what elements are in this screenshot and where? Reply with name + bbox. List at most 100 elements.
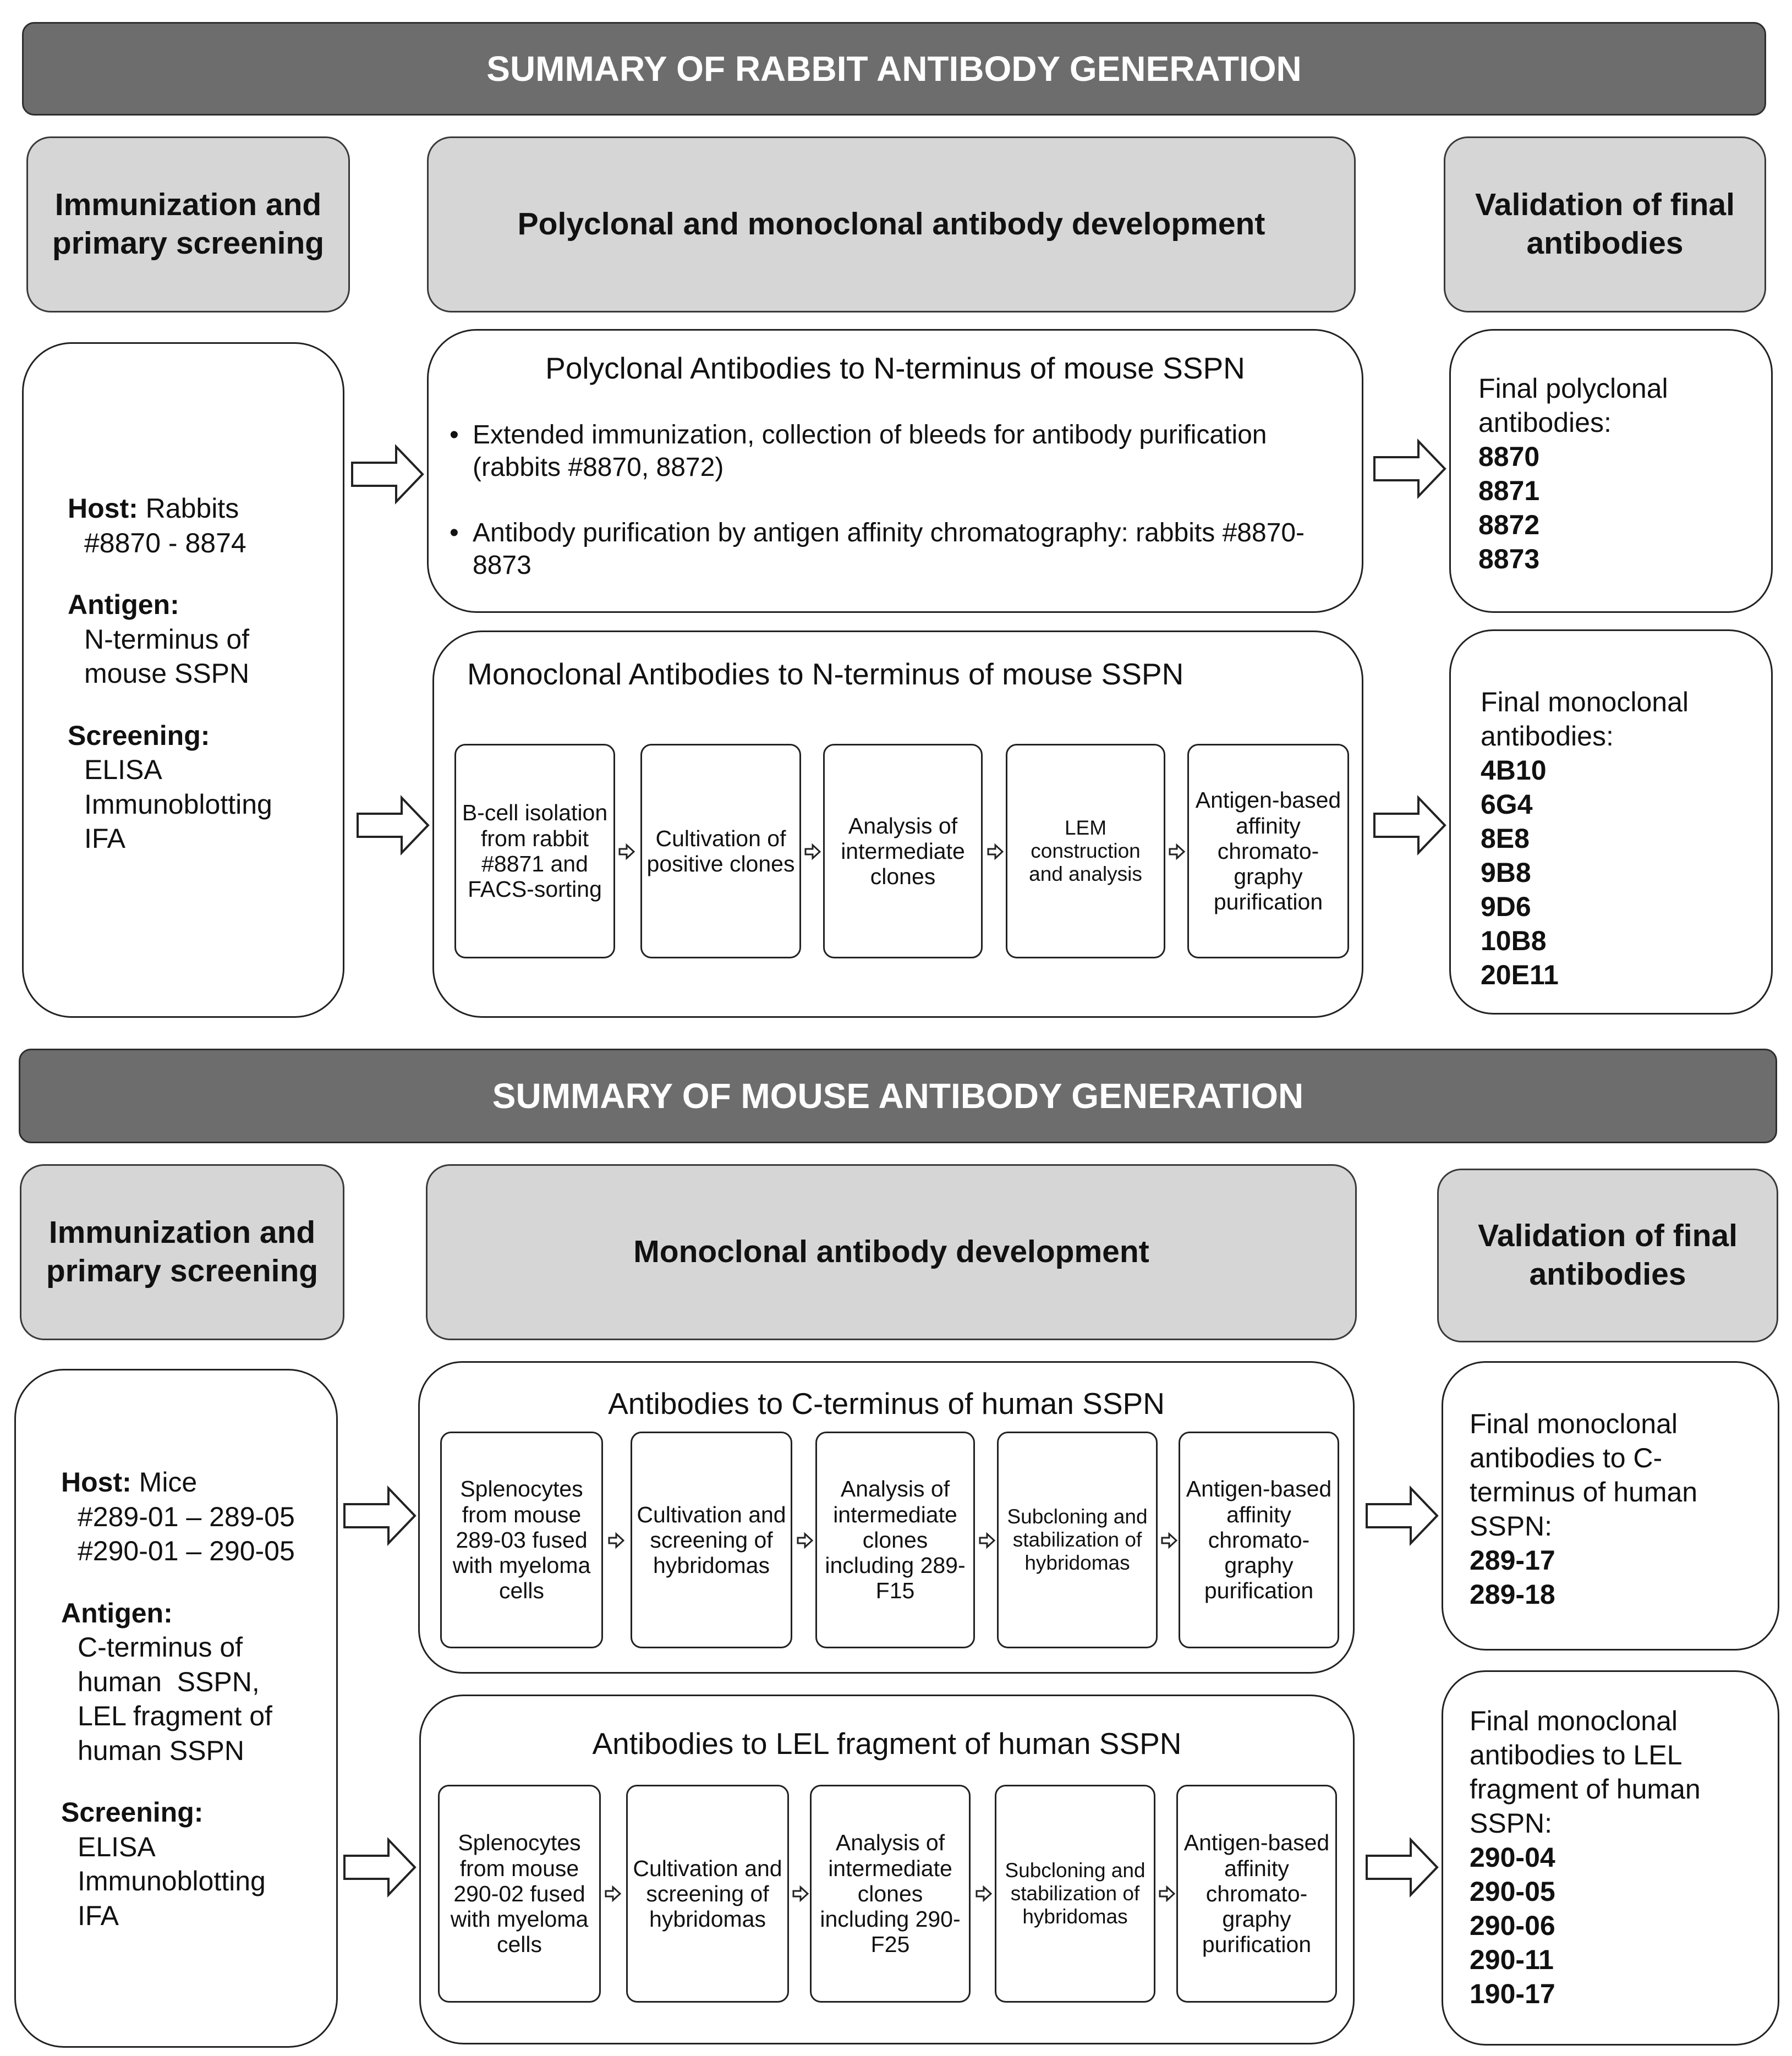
final-monoclonal-value: 6G4 (1481, 789, 1533, 820)
mouse-immunization-header: Immunization and primary screening (20, 1164, 344, 1340)
screening-item-1: ELISA (84, 754, 162, 785)
polyclonal-title: Polyclonal Antibodies to N-terminus of m… (545, 351, 1245, 385)
c-terminus-step-4: Subcloning and stabilization of hybridom… (997, 1432, 1158, 1648)
rabbit-immunization-header: Immunization and primary screening (26, 136, 350, 312)
final-polyclonal-value: 8872 (1478, 509, 1540, 540)
arrow-right-icon (1366, 1839, 1438, 1896)
lel-step-1: Splenocytes from mouse 290-02 fused with… (438, 1785, 601, 2003)
final-polyclonal-value: 8870 (1478, 441, 1540, 472)
step-arrow-icon (804, 844, 821, 859)
final-polyclonal-value: 8873 (1478, 544, 1540, 574)
arrow-right-icon (357, 797, 429, 854)
c-terminus-title: Antibodies to C-terminus of human SSPN (608, 1386, 1165, 1421)
rabbit-immunization-panel: Host: Rabbits #8870 - 8874 Antigen: N-te… (22, 342, 344, 1018)
antigen-line-1: C-terminus of (78, 1632, 243, 1663)
arrow-right-icon (1366, 1487, 1438, 1544)
final-lel-value: 290-05 (1470, 1876, 1555, 1907)
arrow-right-icon (1373, 440, 1446, 497)
step-arrow-icon (987, 844, 1004, 859)
host-value: Mice (139, 1467, 198, 1498)
lel-step-4: Subcloning and stabilization of hybridom… (995, 1785, 1155, 2003)
bullet-dot: • (450, 420, 459, 449)
c-terminus-step-5: Antigen-based affinity chromato-graphy p… (1179, 1432, 1339, 1648)
host-ids: #8870 - 8874 (84, 527, 246, 558)
final-polyclonal-value: 8871 (1478, 475, 1540, 506)
rabbit-validation-header: Validation of final antibodies (1444, 136, 1766, 312)
antigen-line-2: human SSPN, (78, 1666, 260, 1697)
antigen-label: Antigen: (61, 1597, 173, 1629)
screening-item-3: IFA (84, 823, 126, 854)
antigen-line-1: N-terminus of (84, 623, 250, 655)
step-arrow-icon (797, 1533, 813, 1548)
host-value: Rabbits (145, 493, 239, 524)
step-arrow-icon (979, 1533, 995, 1548)
rabbit-development-header: Polyclonal and monoclonal antibody devel… (427, 136, 1356, 312)
final-monoclonal-value: 20E11 (1481, 960, 1559, 990)
final-c-terminus-value: 289-18 (1470, 1579, 1555, 1610)
screening-item-3: IFA (78, 1900, 119, 1931)
rabbit-mono-step-4: LEM construction and analysis (1006, 744, 1165, 958)
host-ids-1: #289-01 – 289-05 (78, 1501, 295, 1532)
antigen-line-2: mouse SSPN (84, 658, 250, 689)
c-terminus-step-2: Cultivation and screening of hybridomas (631, 1432, 792, 1648)
mouse-immunization-details: Host: Mice #289-01 – 289-05 #290-01 – 29… (61, 1465, 336, 1933)
final-monoclonal-value: 9B8 (1481, 857, 1531, 888)
screening-label: Screening: (61, 1797, 204, 1828)
mouse-immunization-panel: Host: Mice #289-01 – 289-05 #290-01 – 29… (14, 1369, 338, 2048)
step-arrow-icon (1161, 1533, 1177, 1548)
rabbit-polyclonal-panel: Polyclonal Antibodies to N-terminus of m… (427, 329, 1363, 613)
rabbit-immunization-details: Host: Rabbits #8870 - 8874 Antigen: N-te… (68, 491, 343, 856)
lel-step-3: Analysis of intermediate clones includin… (810, 1785, 971, 2003)
arrow-right-icon (351, 446, 424, 503)
host-label: Host: (68, 493, 138, 524)
final-polyclonal-label: Final polyclonal antibodies: (1478, 373, 1668, 438)
c-terminus-step-1: Splenocytes from mouse 289-03 fused with… (440, 1432, 603, 1648)
final-polyclonal-panel: Final polyclonal antibodies: 8870 8871 8… (1449, 329, 1773, 613)
arrow-right-icon (1373, 797, 1446, 854)
antigen-line-4: human SSPN (78, 1735, 244, 1766)
mouse-validation-header: Validation of final antibodies (1437, 1169, 1778, 1342)
step-arrow-icon (792, 1886, 809, 1901)
final-lel-value: 290-04 (1470, 1842, 1555, 1873)
arrow-right-icon (343, 1839, 416, 1896)
final-monoclonal-value: 4B10 (1481, 755, 1547, 786)
bullet-dot: • (450, 518, 459, 548)
final-c-terminus-value: 289-17 (1470, 1545, 1555, 1576)
mouse-development-header: Monoclonal antibody development (426, 1164, 1357, 1340)
rabbit-mono-step-1: B-cell isolation from rabbit #8871 and F… (454, 744, 615, 958)
rabbit-mono-step-2: Cultivation of positive clones (640, 744, 801, 958)
final-lel-value: 290-11 (1470, 1944, 1554, 1975)
lel-title: Antibodies to LEL fragment of human SSPN (592, 1726, 1182, 1761)
polyclonal-bullet-2: • Antibody purification by antigen affin… (429, 517, 1325, 582)
final-monoclonal-value: 10B8 (1481, 925, 1547, 956)
rabbit-mono-step-5: Antigen-based affinity chromato-graphy p… (1187, 744, 1349, 958)
mouse-section-banner: SUMMARY OF MOUSE ANTIBODY GENERATION (19, 1049, 1777, 1143)
monoclonal-title: Monoclonal Antibodies to N-terminus of m… (467, 657, 1184, 691)
c-terminus-step-3: Analysis of intermediate clones includin… (815, 1432, 975, 1648)
arrow-right-icon (343, 1487, 416, 1544)
host-label: Host: (61, 1467, 131, 1498)
final-c-terminus-panel: Final monoclonal antibodies to C-terminu… (1442, 1361, 1779, 1651)
rabbit-mono-step-3: Analysis of intermediate clones (823, 744, 983, 958)
final-c-terminus-label: Final monoclonal antibodies to C-terminu… (1470, 1408, 1698, 1542)
step-arrow-icon (605, 1886, 621, 1901)
polyclonal-bullet-1: • Extended immunization, collection of b… (429, 419, 1325, 484)
final-monoclonal-value: 9D6 (1481, 891, 1531, 922)
lel-step-5: Antigen-based affinity chromato-graphy p… (1176, 1785, 1337, 2003)
step-arrow-icon (1159, 1886, 1175, 1901)
rabbit-section-banner: SUMMARY OF RABBIT ANTIBODY GENERATION (22, 22, 1766, 116)
final-monoclonal-label: Final monoclonal antibodies: (1481, 687, 1689, 752)
final-monoclonal-value: 8E8 (1481, 823, 1530, 854)
screening-label: Screening: (68, 720, 210, 751)
step-arrow-icon (618, 844, 635, 859)
final-lel-value: 290-06 (1470, 1910, 1555, 1941)
step-arrow-icon (1169, 844, 1185, 859)
step-arrow-icon (976, 1886, 992, 1901)
bullet-text: Antibody purification by antigen affinit… (473, 518, 1305, 580)
final-monoclonal-panel: Final monoclonal antibodies: 4B10 6G4 8E… (1449, 629, 1773, 1015)
antigen-line-3: LEL fragment of (78, 1701, 272, 1731)
bullet-text: Extended immunization, collection of ble… (473, 420, 1267, 483)
antigen-label: Antigen: (68, 589, 179, 620)
final-lel-panel: Final monoclonal antibodies to LEL fragm… (1442, 1670, 1779, 2046)
